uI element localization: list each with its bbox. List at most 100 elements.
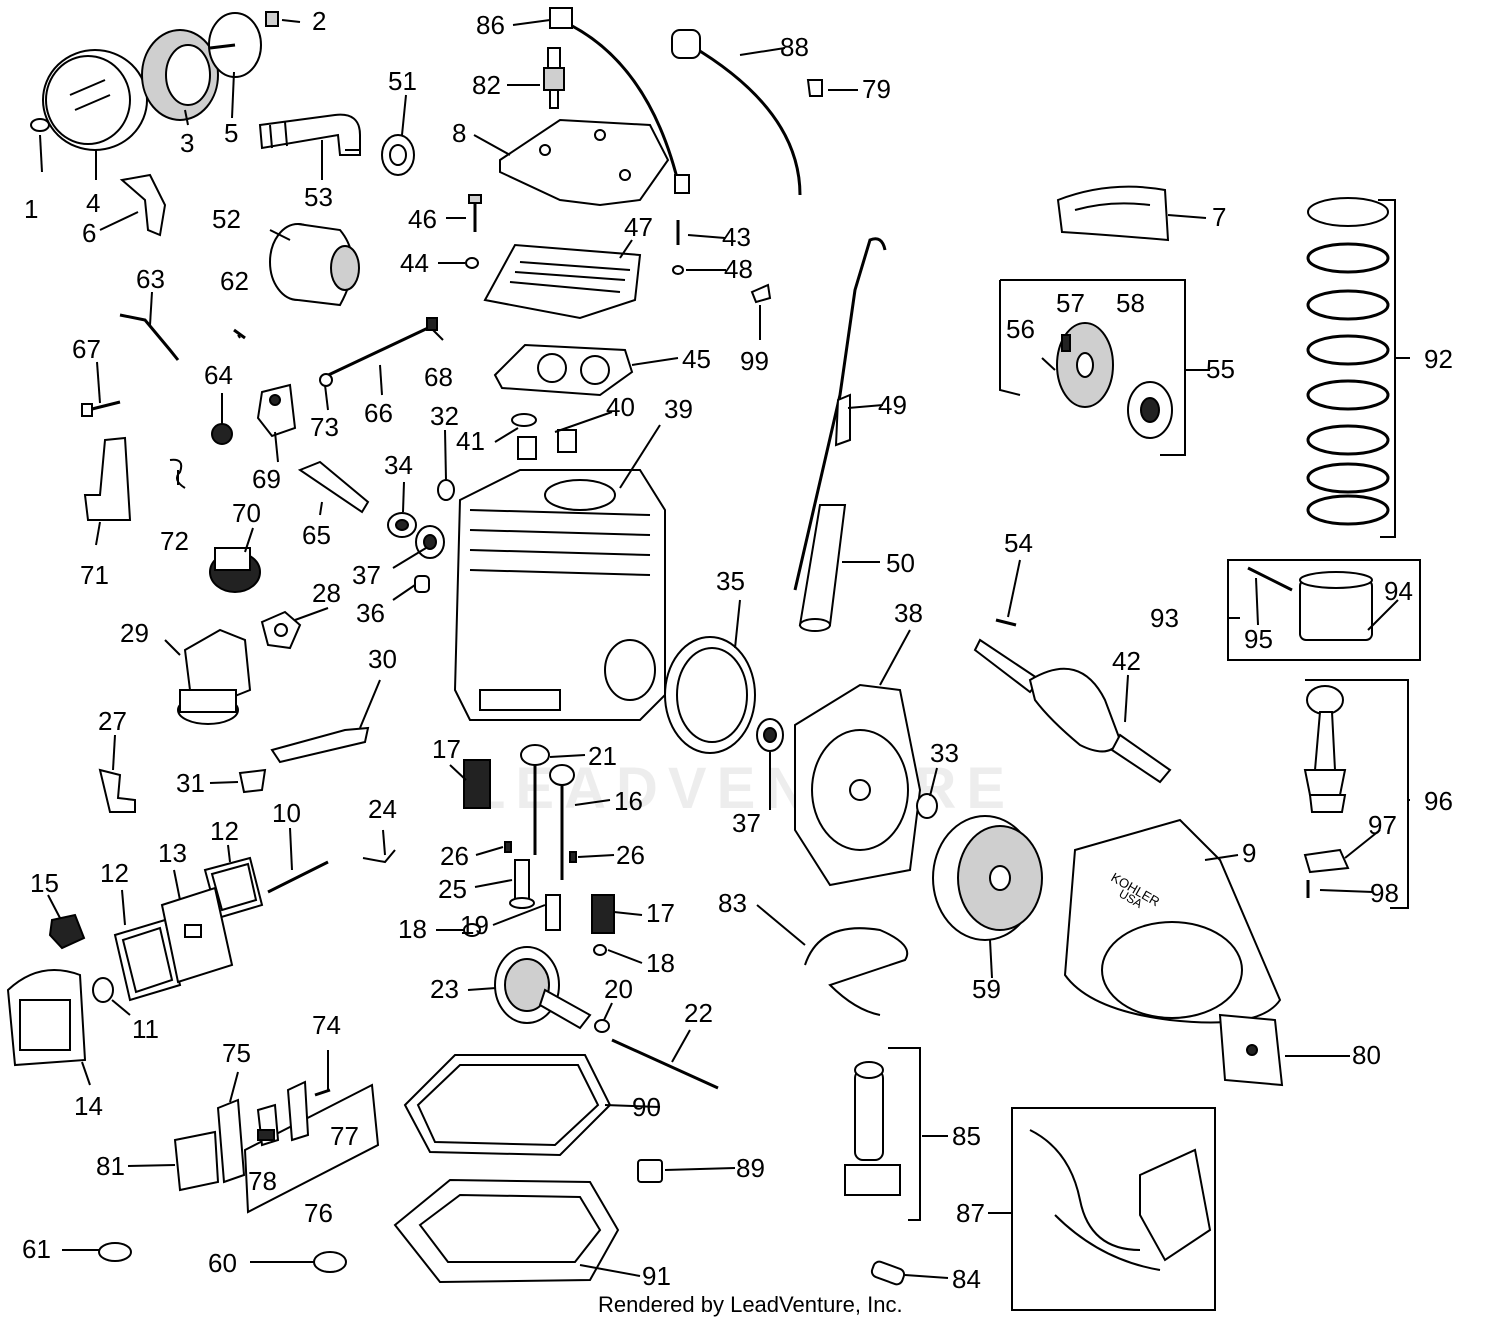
part-cotter-pin[interactable] xyxy=(233,328,246,340)
part-bearing-2[interactable] xyxy=(415,525,445,559)
part-air-filter-element[interactable] xyxy=(141,29,219,121)
part-piston[interactable] xyxy=(1227,559,1421,661)
part-governor-link[interactable] xyxy=(119,313,180,361)
part-dipstick-tube[interactable] xyxy=(798,504,847,632)
part-valve-lock-2[interactable] xyxy=(569,851,577,863)
part-valve-guides[interactable] xyxy=(511,413,577,460)
part-air-cleaner-cover[interactable] xyxy=(42,49,148,151)
part-breaker-points-assembly[interactable] xyxy=(1011,1107,1216,1311)
part-governor-shaft[interactable] xyxy=(321,326,429,380)
part-gasket-12b[interactable] xyxy=(113,918,182,1002)
part-governor-lever[interactable] xyxy=(297,460,370,514)
part-nut[interactable] xyxy=(381,134,415,176)
part-connecting-rod[interactable] xyxy=(1303,679,1409,909)
part-pin[interactable] xyxy=(362,849,396,864)
callout-64: 64 xyxy=(204,360,233,390)
part-crankshaft[interactable] xyxy=(973,638,1172,784)
part-bolt[interactable] xyxy=(468,194,482,232)
part-long-stud[interactable] xyxy=(267,860,329,894)
part-bearing-plate[interactable] xyxy=(794,683,922,887)
part-piston-rings[interactable] xyxy=(1306,197,1396,538)
part-oil-pan-gasket-side[interactable] xyxy=(664,636,756,754)
part-elbow-pipe[interactable] xyxy=(258,113,361,156)
part-ignition-coil[interactable] xyxy=(844,1047,921,1221)
part-governor-arm[interactable] xyxy=(83,436,132,521)
part-pad[interactable] xyxy=(1218,1013,1284,1087)
part-bearing-3[interactable] xyxy=(756,718,784,752)
callout-89: 89 xyxy=(736,1153,765,1183)
part-governor-nut[interactable] xyxy=(211,423,233,445)
part-drain-plug[interactable] xyxy=(637,1159,663,1183)
callout-66: 66 xyxy=(364,398,393,428)
callout-28: 28 xyxy=(312,578,341,608)
part-cylinder-block[interactable] xyxy=(453,469,666,721)
part-valve-lock[interactable] xyxy=(504,841,512,853)
part-clamp[interactable] xyxy=(806,79,823,97)
part-exhaust-valve[interactable] xyxy=(520,744,550,855)
part-dipstick[interactable] xyxy=(793,237,887,591)
part-throttle-link[interactable] xyxy=(270,726,370,764)
part-wing-nut[interactable] xyxy=(30,118,50,132)
part-intake-valve[interactable] xyxy=(549,764,575,880)
part-fuel-fitting[interactable] xyxy=(98,768,136,813)
part-cover-14[interactable] xyxy=(6,969,87,1067)
part-terminal[interactable] xyxy=(870,1260,906,1286)
part-governor-plate[interactable] xyxy=(256,383,297,438)
part-seal-washer[interactable] xyxy=(437,479,455,501)
part-brake-disc[interactable] xyxy=(1041,322,1173,439)
part-clip[interactable] xyxy=(265,11,279,27)
part-key[interactable] xyxy=(995,618,1017,627)
part-valve-spring[interactable] xyxy=(463,759,491,809)
part-fuel-pump-cover[interactable] xyxy=(173,1130,220,1192)
part-gasket-15[interactable] xyxy=(48,913,86,950)
part-retainer-18b[interactable] xyxy=(593,944,607,956)
part-spring-78[interactable] xyxy=(257,1129,275,1141)
part-valve-cover[interactable] xyxy=(1056,185,1170,242)
part-cylinder-shroud[interactable] xyxy=(499,118,670,207)
part-gasket-75[interactable] xyxy=(216,1098,246,1184)
part-carburetor[interactable] xyxy=(177,628,252,725)
part-retainer[interactable] xyxy=(750,283,772,304)
part-head-gasket[interactable] xyxy=(493,343,634,397)
part-shaft[interactable] xyxy=(611,1038,719,1090)
part-tappet-2[interactable] xyxy=(545,894,561,931)
part-washer[interactable] xyxy=(465,257,479,269)
part-gasket-61[interactable] xyxy=(98,1242,132,1262)
part-governor-gear[interactable] xyxy=(209,547,261,593)
callout-20: 20 xyxy=(604,974,633,1004)
callout-41: 41 xyxy=(456,426,485,456)
part-cylinder-head[interactable] xyxy=(483,243,642,320)
callout-12b: 12 xyxy=(210,816,239,846)
callout-43: 43 xyxy=(722,222,751,252)
part-bracket[interactable] xyxy=(119,173,167,237)
part-camshaft[interactable] xyxy=(494,946,592,1030)
part-bushing[interactable] xyxy=(414,575,430,593)
part-muffler[interactable] xyxy=(269,223,360,307)
part-plate-13[interactable] xyxy=(160,886,234,984)
part-small-nut[interactable] xyxy=(672,265,684,275)
part-oil-pan-gasket[interactable] xyxy=(403,1054,612,1157)
part-spark-plug-lead-2[interactable] xyxy=(671,29,802,196)
part-blower-housing[interactable]: KOHLER USA xyxy=(1063,818,1282,1024)
part-gasket-60[interactable] xyxy=(313,1251,347,1273)
part-flywheel[interactable] xyxy=(932,815,1043,941)
part-filter-base[interactable] xyxy=(208,12,262,78)
part-throttle-clip[interactable] xyxy=(238,768,267,794)
part-pin-73[interactable] xyxy=(319,373,333,387)
part-spark-plug-lead[interactable] xyxy=(549,7,690,194)
part-valve-spring-2[interactable] xyxy=(591,894,615,934)
part-tappet[interactable] xyxy=(509,859,535,909)
part-sleeve[interactable] xyxy=(92,977,114,1003)
part-ground-wire[interactable] xyxy=(804,927,909,1016)
part-spacer[interactable] xyxy=(594,1019,610,1033)
part-spring-68[interactable] xyxy=(426,317,438,331)
part-bearing[interactable] xyxy=(387,512,417,538)
part-oil-seal[interactable] xyxy=(916,793,938,819)
part-oil-pan[interactable] xyxy=(393,1178,620,1284)
part-spark-plug[interactable] xyxy=(543,47,565,109)
part-carb-gasket[interactable] xyxy=(260,610,302,650)
callout-47: 47 xyxy=(624,212,653,242)
part-hex-bolt[interactable] xyxy=(81,400,121,417)
part-governor-spring[interactable] xyxy=(169,458,186,489)
callout-92: 92 xyxy=(1424,344,1453,374)
